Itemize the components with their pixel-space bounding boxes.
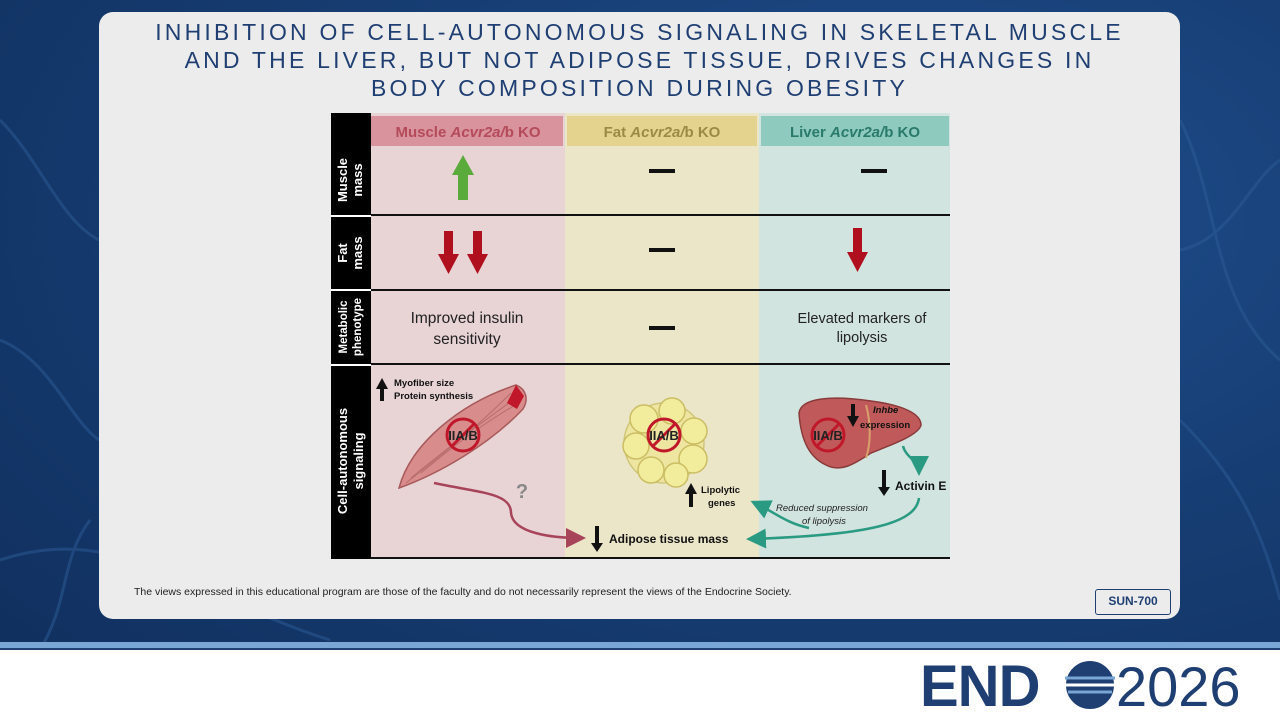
- up-arrow-icon: [376, 378, 388, 401]
- row-label-divider: [331, 289, 371, 291]
- no-change-dash: [861, 169, 887, 173]
- page-title: INHIBITION OF CELL-AUTONOMOUS SIGNALING …: [99, 18, 1180, 102]
- row-label-divider: [331, 215, 371, 217]
- down-arrow-icon: [847, 228, 868, 272]
- liver-column-bg: [759, 113, 950, 559]
- liver-to-activin-arrow: [901, 445, 929, 476]
- liver-column-header-bg: [761, 116, 949, 146]
- title-line-3: BODY COMPOSITION DURING OBESITY: [370, 75, 909, 101]
- summary-figure: Muscle Acvr2a/b KO Fat Acvr2a/b KO Liver…: [331, 113, 950, 559]
- muscle-metabolic-text: sensitivity: [433, 331, 500, 348]
- fat-column-bg: [565, 113, 759, 559]
- receptor-blocked-icon: IIA/B: [810, 417, 846, 453]
- row-divider: [371, 214, 950, 216]
- down-arrow-icon: [438, 231, 459, 274]
- svg-text:IIA/B: IIA/B: [649, 428, 679, 443]
- adipose-tissue-mass-text: Adipose tissue mass: [609, 532, 729, 546]
- inhbe-text: Inhbe: [873, 405, 899, 416]
- muscle-to-adipose-arrow: [433, 481, 586, 548]
- down-arrow-icon: [591, 526, 603, 552]
- disclaimer-note: The views expressed in this educational …: [134, 586, 792, 598]
- svg-text:2026: 2026: [1116, 655, 1241, 716]
- muscle-column-header-bg: [371, 116, 563, 146]
- row-divider: [371, 289, 950, 291]
- liver-column-header: Liver Acvr2a/b KO: [790, 124, 920, 141]
- receptor-blocked-icon: IIA/B: [445, 417, 481, 453]
- down-arrow-icon: [878, 470, 890, 496]
- fat-column-header-bg: [567, 116, 757, 146]
- svg-text:Metabolic: Metabolic: [338, 300, 350, 354]
- muscle-column-header: Muscle Acvr2a/b KO: [395, 124, 540, 141]
- footer-accent-band: [0, 642, 1280, 648]
- row-label-metabolic-phenotype: Metabolic phenotype: [338, 298, 364, 356]
- down-arrow-icon: [847, 404, 859, 427]
- svg-text:mass: mass: [350, 236, 365, 269]
- row-label-fat-mass: Fat mass: [335, 236, 365, 269]
- down-arrow-icon: [467, 231, 488, 274]
- muscle-metabolic-text: Improved insulin: [411, 310, 524, 327]
- activin-to-lipolytic-arrow: [750, 500, 810, 530]
- inhbe-expression-text: expression: [860, 420, 910, 431]
- svg-text:Fat: Fat: [335, 243, 350, 263]
- svg-text:IIA/B: IIA/B: [448, 428, 478, 443]
- up-arrow-icon: [685, 483, 697, 507]
- activin-to-adipose-arrow: [746, 497, 921, 549]
- liver-metabolic-text: Elevated markers of: [798, 311, 928, 327]
- lipolytic-genes-text: Lipolytic: [701, 485, 740, 496]
- svg-text:IIA/B: IIA/B: [813, 428, 843, 443]
- activin-e-text: Activin E: [895, 479, 946, 493]
- svg-text:Cell-autonomous: Cell-autonomous: [335, 408, 350, 514]
- svg-text:END: END: [920, 654, 1039, 716]
- title-line-2: AND THE LIVER, BUT NOT ADIPOSE TISSUE, D…: [184, 47, 1095, 73]
- reduced-suppression-text: of lipolysis: [802, 516, 846, 527]
- no-change-dash: [649, 169, 675, 173]
- endo-2026-logo: END 2026: [920, 654, 1241, 716]
- no-change-dash: [649, 326, 675, 330]
- row-label-divider: [331, 364, 371, 366]
- svg-text:Muscle: Muscle: [335, 158, 350, 202]
- lipolytic-genes-text: genes: [708, 498, 735, 509]
- liver-metabolic-text: lipolysis: [837, 330, 888, 346]
- globe-icon: [1064, 659, 1116, 711]
- receptor-blocked-icon: IIA/B: [646, 417, 682, 453]
- myofiber-text: Myofiber size: [394, 378, 454, 389]
- title-line-1: INHIBITION OF CELL-AUTONOMOUS SIGNALING …: [155, 19, 1124, 45]
- no-change-dash: [649, 248, 675, 252]
- question-mark: ?: [516, 481, 528, 503]
- row-label-muscle-mass: Muscle mass: [335, 158, 365, 202]
- row-label-cell-autonomous-signaling: Cell-autonomous signaling: [335, 408, 366, 514]
- row-divider: [371, 363, 950, 365]
- footer-divider-line: [0, 648, 1280, 650]
- svg-text:signaling: signaling: [351, 432, 366, 489]
- background-vessels: [0, 118, 1280, 650]
- poster-id-badge: SUN-700: [1095, 589, 1171, 615]
- reduced-suppression-text: Reduced suppression: [776, 503, 868, 514]
- bottom-border: [371, 557, 950, 559]
- protein-synthesis-text: Protein synthesis: [394, 391, 473, 402]
- row-label-column: [331, 113, 371, 559]
- svg-text:mass: mass: [350, 163, 365, 196]
- up-arrow-icon: [452, 155, 474, 200]
- fat-column-header: Fat Acvr2a/b KO: [604, 124, 721, 141]
- svg-text:phenotype: phenotype: [352, 298, 364, 356]
